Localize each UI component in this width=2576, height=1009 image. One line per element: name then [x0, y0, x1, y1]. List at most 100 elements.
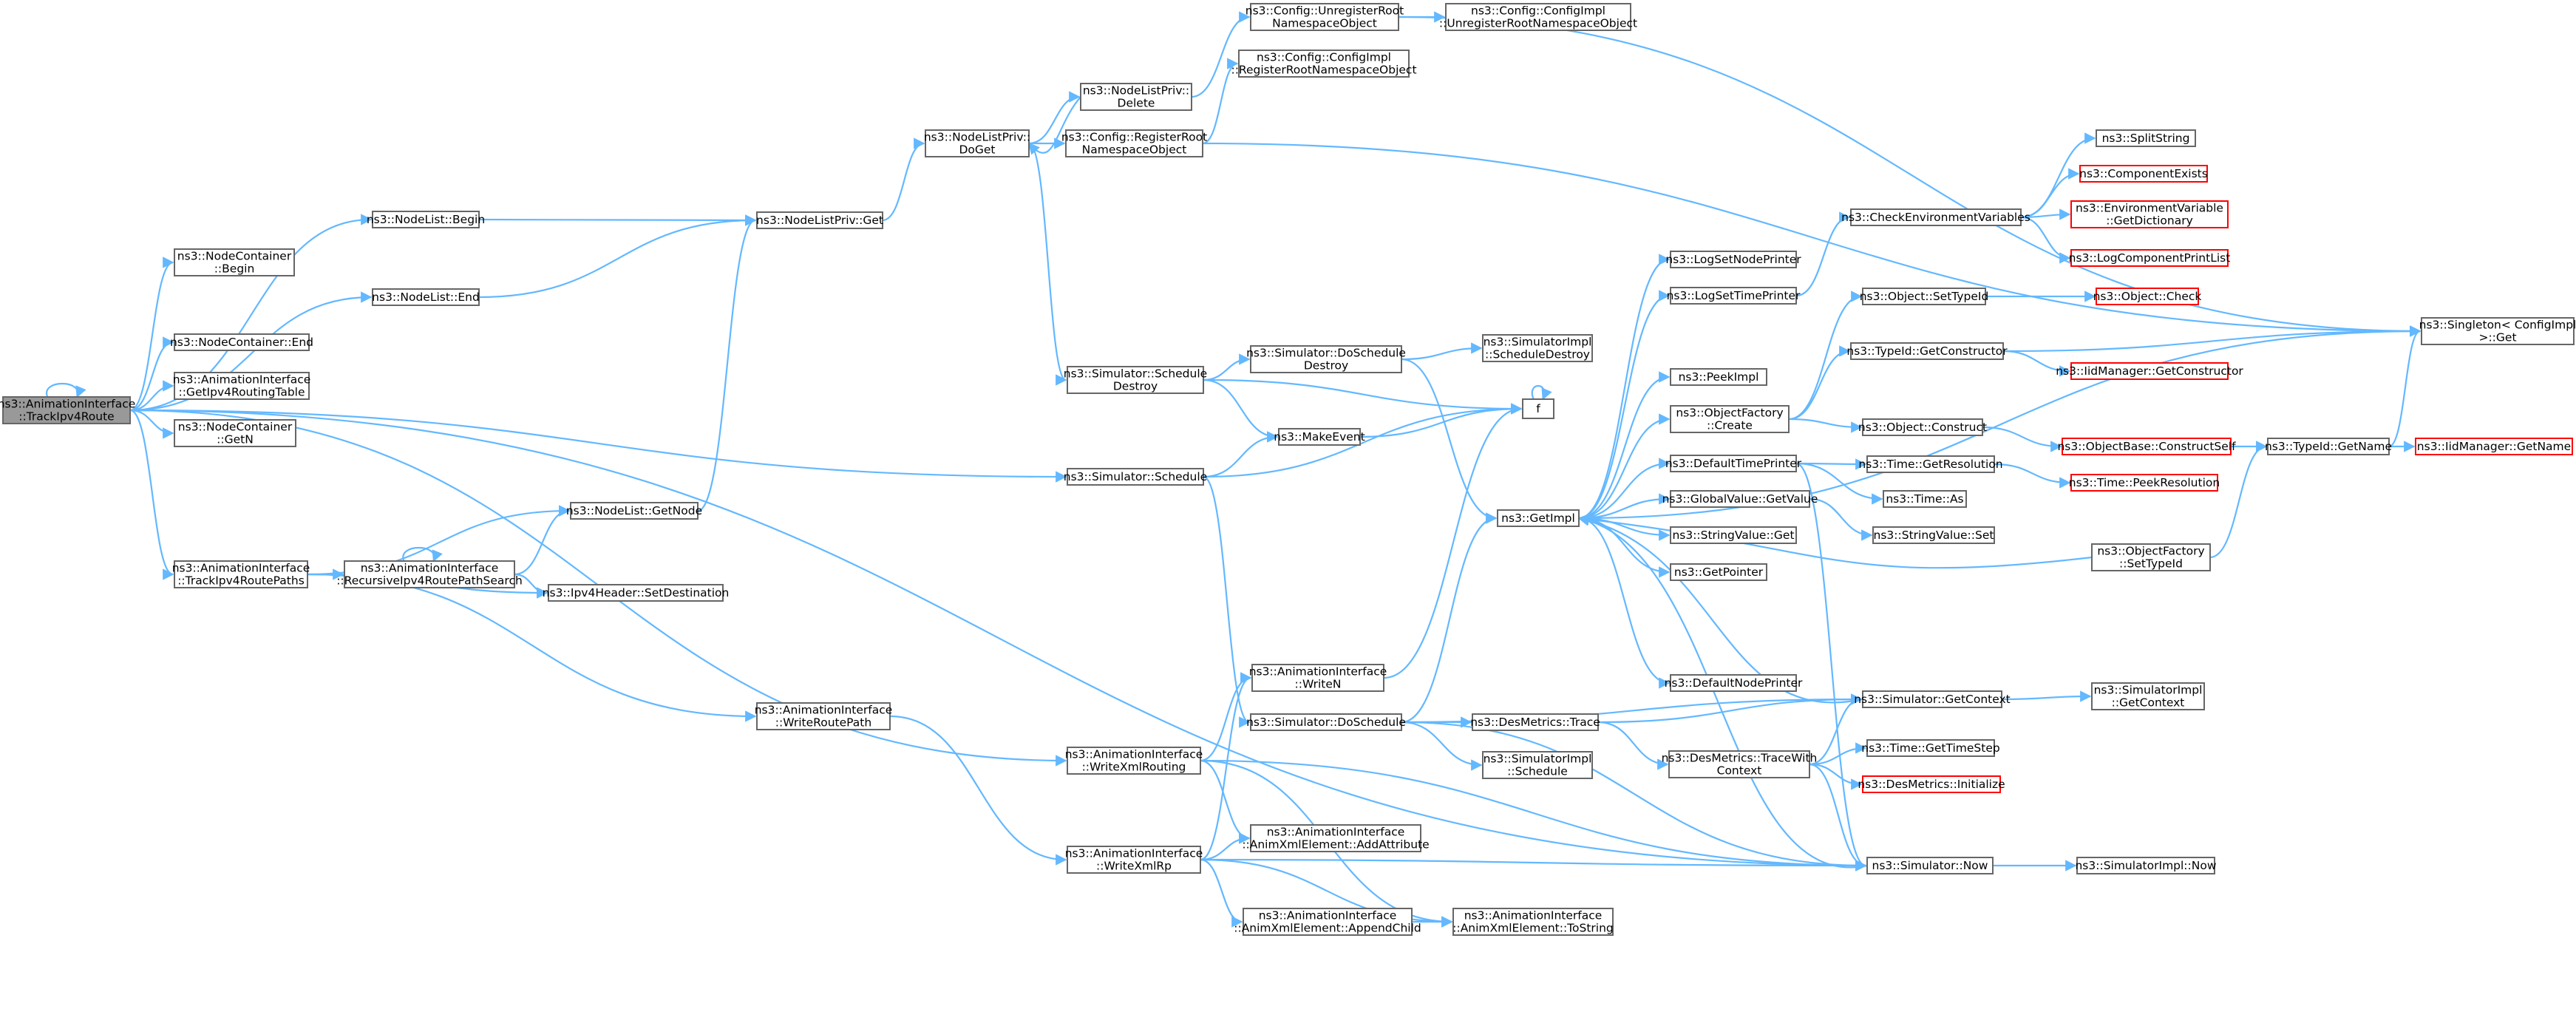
- call-graph-node[interactable]: ns3::NodeListPriv::DoGet: [924, 129, 1030, 157]
- edge-n38-to-n46: [1788, 291, 1863, 421]
- node-label: ns3::Time::GetResolution: [1858, 458, 2002, 471]
- call-graph-node[interactable]: ns3::Config::RegisterRootNamespaceObject: [1061, 129, 1207, 157]
- call-graph-node[interactable]: ns3::SimulatorImpl::Now: [2075, 857, 2217, 874]
- call-graph-node[interactable]: ns3::AnimationInterface::TrackIpv4RouteP…: [172, 560, 310, 588]
- call-graph-node[interactable]: ns3::StringValue::Set: [1872, 526, 1995, 544]
- node-box: [174, 333, 310, 351]
- call-graph-node[interactable]: ns3::DesMetrics::Trace: [1470, 713, 1600, 731]
- node-label: ns3::AnimationInterface: [1259, 909, 1397, 923]
- call-graph-node[interactable]: ns3::NodeContainer::End: [170, 333, 313, 351]
- call-graph-node[interactable]: ns3::Object::Check: [2093, 288, 2202, 305]
- node-label: ns3::Time::PeekResolution: [2069, 476, 2220, 489]
- call-graph-node[interactable]: ns3::Simulator::Schedule: [1064, 468, 1207, 486]
- node-box: [2096, 129, 2196, 147]
- node-label: ::Schedule: [1507, 765, 1568, 778]
- call-graph-node[interactable]: ns3::Time::GetResolution: [1858, 455, 2003, 473]
- node-box: [2076, 857, 2215, 874]
- call-graph-node[interactable]: ns3::AnimationInterface::RecursiveIpv4Ro…: [336, 560, 523, 588]
- edge-n3-to-n12: [478, 214, 757, 299]
- call-graph-node[interactable]: ns3::SplitString: [2096, 129, 2196, 147]
- call-graph-node[interactable]: ns3::LogComponentPrintList: [2069, 249, 2231, 267]
- call-graph-node[interactable]: ns3::NodeListPriv::Get: [756, 211, 883, 229]
- call-graph-node[interactable]: ns3::Time::PeekResolution: [2069, 474, 2220, 492]
- call-graph-node[interactable]: ns3::EnvironmentVariable::GetDictionary: [2070, 200, 2229, 228]
- call-graph-node[interactable]: ns3::AnimationInterface::WriteN: [1249, 664, 1387, 692]
- call-graph-node[interactable]: ns3::NodeList::End: [372, 288, 480, 306]
- call-graph-node[interactable]: ns3::AnimationInterface::GetIpv4RoutingT…: [173, 372, 311, 400]
- call-graph-node[interactable]: ns3::AnimationInterface::WriteXmlRouting: [1065, 747, 1203, 775]
- node-box: [1452, 908, 1614, 936]
- call-graph-node[interactable]: ns3::AnimationInterface::WriteRoutePath: [755, 702, 893, 730]
- edge-n44-to-n55: [1809, 763, 1867, 872]
- node-label: ::GetContext: [2112, 696, 2185, 710]
- call-graph-node[interactable]: ns3::TypeId::GetConstructor: [1846, 342, 2008, 360]
- call-graph-node[interactable]: ns3::AnimationInterface::AnimXmlElement:…: [1452, 908, 1614, 936]
- call-graph-node[interactable]: ns3::Ipv4Header::SetDestination: [543, 584, 730, 602]
- call-graph-node[interactable]: ns3::Simulator::DoSchedule: [1246, 713, 1406, 731]
- call-graph-node[interactable]: ns3::IidManager::GetName: [2415, 438, 2573, 455]
- node-box: [1522, 398, 1554, 419]
- call-graph-node[interactable]: ns3::SimulatorImpl::GetContext: [2091, 682, 2205, 710]
- node-label: ::Begin: [214, 262, 255, 276]
- call-graph-node[interactable]: ns3::SimulatorImpl::Schedule: [1482, 751, 1593, 779]
- call-graph-node[interactable]: ns3::NodeListPriv::Delete: [1080, 83, 1192, 111]
- node-box: [1670, 563, 1767, 581]
- node-box: [1670, 287, 1797, 305]
- node-label: ::WriteRoutePath: [775, 716, 871, 730]
- call-graph-node[interactable]: ns3::NodeContainer::Begin: [174, 248, 295, 276]
- call-graph-node[interactable]: ns3::Simulator::GetContext: [1854, 690, 2011, 708]
- edge-n38-to-n48: [1788, 418, 1863, 433]
- call-graph-node[interactable]: ns3::PeekImpl: [1670, 368, 1767, 386]
- call-graph-node[interactable]: ns3::Time::GetTimeStep: [1861, 739, 2000, 757]
- call-graph-node[interactable]: ns3::Object::Construct: [1858, 418, 1987, 436]
- node-label: ::TrackIpv4RoutePaths: [177, 574, 305, 588]
- call-graph-node[interactable]: ns3::LogSetTimePrinter: [1667, 287, 1801, 305]
- call-graph-node[interactable]: ns3::MakeEvent: [1274, 428, 1365, 446]
- call-graph-node[interactable]: ns3::Config::ConfigImpl::UnregisterRootN…: [1439, 3, 1637, 31]
- call-graph-node[interactable]: ns3::Simulator::Now: [1866, 857, 1994, 874]
- edge-n64-to-n32: [1577, 513, 2093, 569]
- call-graph-node[interactable]: ns3::NodeContainer::GetN: [174, 419, 296, 447]
- call-graph-node[interactable]: ns3::GlobalValue::GetValue: [1662, 490, 1818, 508]
- call-graph-node[interactable]: ns3::TypeId::GetName: [2265, 438, 2392, 455]
- call-graph-node[interactable]: ns3::SimulatorImpl::ScheduleDestroy: [1482, 334, 1593, 362]
- call-graph-node[interactable]: ns3::AnimationInterface::AnimXmlElement:…: [1242, 824, 1430, 852]
- call-graph-node[interactable]: ns3::AnimationInterface::WriteXmlRp: [1065, 846, 1203, 874]
- call-graph-node[interactable]: ns3::DefaultNodePrinter: [1665, 674, 1803, 692]
- call-graph-node[interactable]: ns3::Time::As: [1883, 490, 1967, 508]
- edge-n0-to-n4: [129, 336, 174, 412]
- call-graph-node[interactable]: ns3::StringValue::Get: [1670, 526, 1797, 544]
- call-graph-node[interactable]: ns3::AnimationInterface::AnimXmlElement:…: [1234, 908, 1421, 936]
- call-graph-node[interactable]: ns3::Object::SetTypeId: [1860, 288, 1989, 305]
- node-label: ns3::NodeList::GetNode: [566, 504, 702, 517]
- call-graph-node[interactable]: ns3::ComponentExists: [2079, 165, 2208, 183]
- node-label: ns3::SplitString: [2102, 132, 2190, 145]
- call-graph-node[interactable]: ns3::NodeList::Begin: [367, 211, 485, 228]
- call-graph-node[interactable]: f: [1522, 398, 1554, 419]
- call-graph-node[interactable]: ns3::GetImpl: [1497, 509, 1580, 527]
- call-graph-node[interactable]: ns3::DesMetrics::Initialize: [1858, 775, 2005, 793]
- call-graph-node[interactable]: ns3::Singleton< ConfigImpl>::Get: [2419, 317, 2576, 345]
- call-graph-node[interactable]: ns3::GetPointer: [1670, 563, 1767, 581]
- node-box: [1251, 664, 1384, 692]
- call-graph-node[interactable]: ns3::Config::ConfigImpl::RegisterRootNam…: [1231, 50, 1417, 78]
- call-graph-node[interactable]: ns3::LogSetNodePrinter: [1665, 251, 1801, 268]
- node-label: ns3::Config::ConfigImpl: [1471, 4, 1605, 18]
- node-label: ns3::GetPointer: [1674, 565, 1764, 579]
- call-graph-node[interactable]: ns3::ObjectBase::ConstructSelf: [2057, 438, 2236, 455]
- edge-n15-to-n67: [1202, 142, 2422, 337]
- call-graph-node[interactable]: ns3::NodeList::GetNode: [566, 502, 702, 520]
- call-graph-node[interactable]: ns3::CheckEnvironmentVariables: [1841, 208, 2030, 226]
- call-graph-node[interactable]: ns3::DefaultTimePrinter: [1665, 455, 1802, 472]
- call-graph-node[interactable]: ns3::Config::UnregisterRootNamespaceObje…: [1245, 3, 1404, 31]
- call-graph-node[interactable]: ns3::IidManager::GetConstructor: [2056, 362, 2243, 380]
- node-box: [2096, 288, 2199, 305]
- call-graph-node[interactable]: ns3::AnimationInterface::TrackIpv4Route: [0, 396, 135, 424]
- call-graph-node[interactable]: ns3::ObjectFactory::Create: [1670, 405, 1790, 433]
- call-graph-node[interactable]: ns3::ObjectFactory::SetTypeId: [2091, 543, 2211, 571]
- node-box: [756, 702, 891, 730]
- edge-n38-to-n47: [1788, 345, 1851, 421]
- call-graph-node[interactable]: ns3::Simulator::ScheduleDestroy: [1064, 366, 1207, 394]
